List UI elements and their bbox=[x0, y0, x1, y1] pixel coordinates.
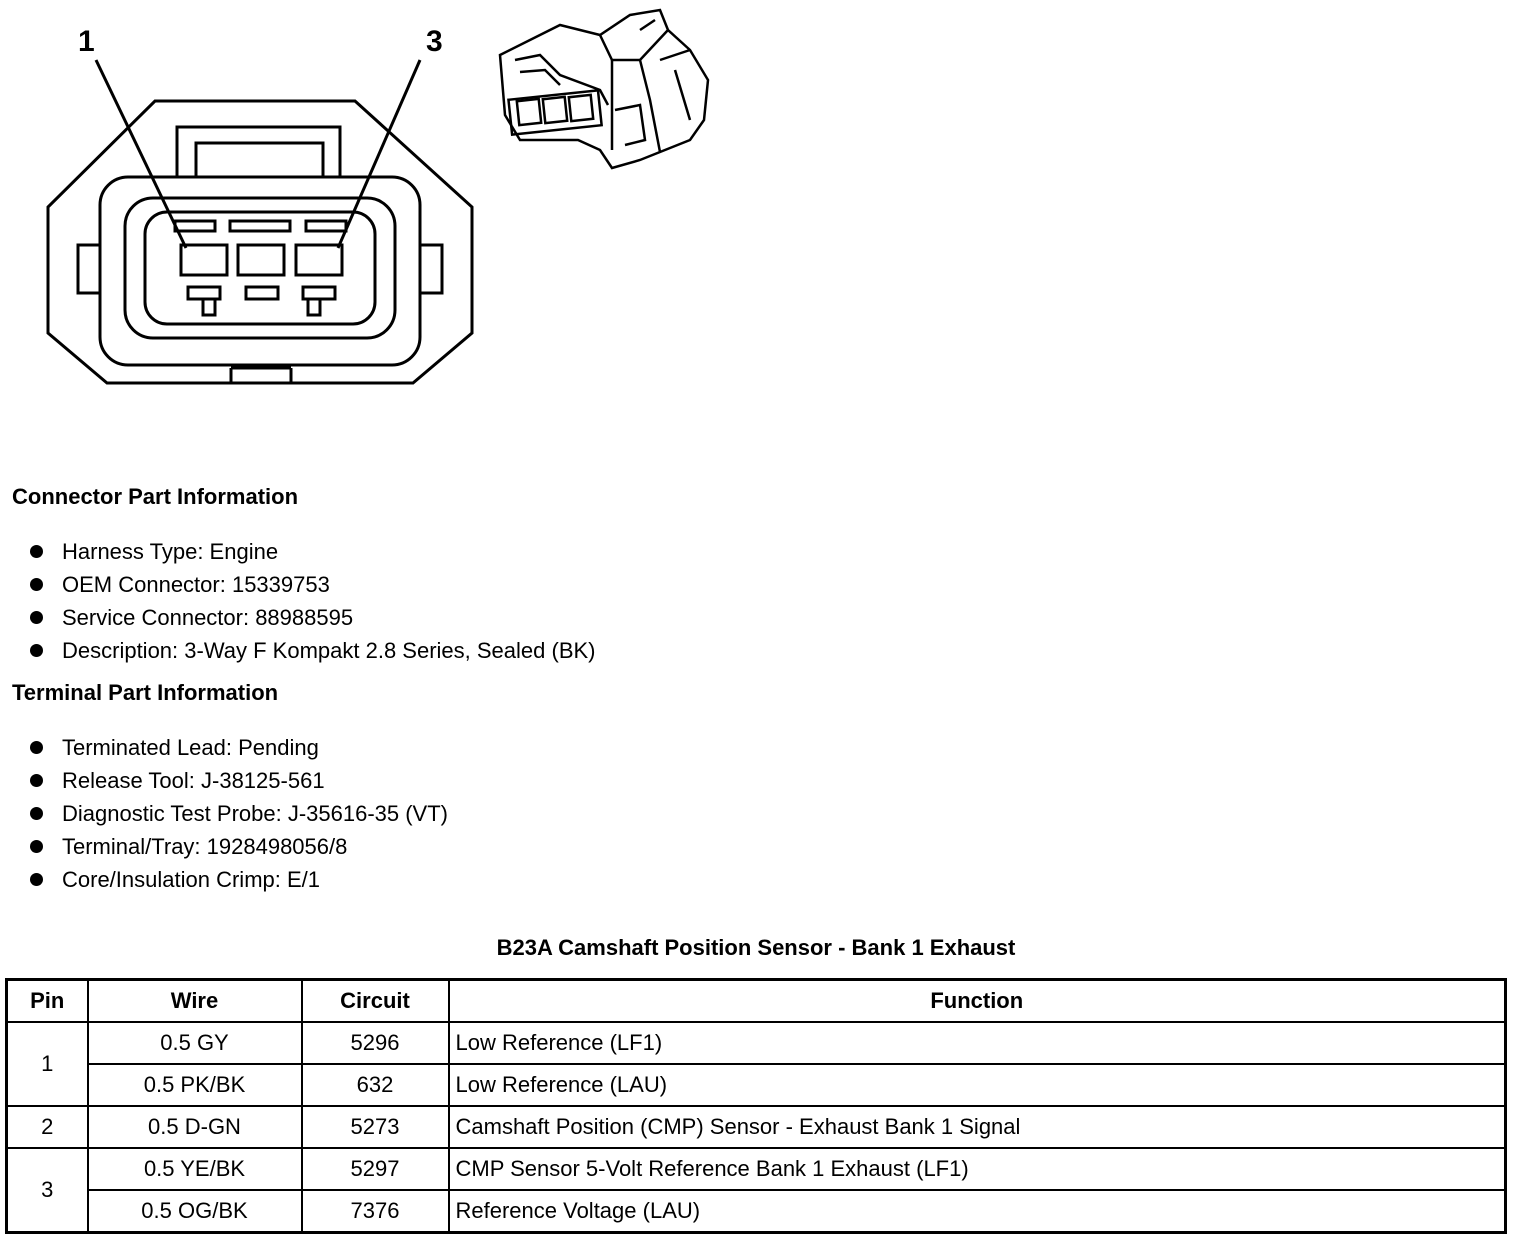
pin-cell: 1 bbox=[5, 1021, 89, 1107]
cavity-3 bbox=[294, 243, 344, 277]
bullet-icon bbox=[30, 578, 43, 591]
bullet-icon bbox=[30, 873, 43, 886]
header-wire: Wire bbox=[86, 978, 303, 1023]
bullet-icon bbox=[30, 774, 43, 787]
list-item: Core/Insulation Crimp: E/1 bbox=[30, 863, 448, 896]
table-row: 2 0.5 D-GN 5273 Camshaft Position (CMP) … bbox=[5, 1105, 1507, 1149]
bullet-icon bbox=[30, 741, 43, 754]
circuit-cell: 7376 bbox=[300, 1189, 450, 1234]
circuit-cell: 5273 bbox=[300, 1105, 450, 1149]
list-item: Harness Type: Engine bbox=[30, 535, 596, 568]
list-item: Terminal/Tray: 1928498056/8 bbox=[30, 830, 448, 863]
connector-face-view bbox=[46, 59, 474, 385]
pin-3-callout: 3 bbox=[426, 25, 443, 58]
connector-perspective-view bbox=[498, 8, 710, 170]
bullet-icon bbox=[30, 644, 43, 657]
circuit-cell: 632 bbox=[300, 1063, 450, 1107]
bullet-icon bbox=[30, 840, 43, 853]
wire-cell: 0.5 YE/BK bbox=[86, 1147, 303, 1191]
pin-cell: 2 bbox=[5, 1105, 89, 1149]
table-title: B23A Camshaft Position Sensor - Bank 1 E… bbox=[496, 935, 1016, 960]
bullet-icon bbox=[30, 545, 43, 558]
wire-cell: 0.5 GY bbox=[86, 1021, 303, 1065]
table-header-row: Pin Wire Circuit Function bbox=[5, 978, 1507, 1023]
callout-1-leader bbox=[94, 59, 188, 249]
bullet-icon bbox=[30, 611, 43, 624]
wire-cell: 0.5 OG/BK bbox=[86, 1189, 303, 1234]
function-cell: Reference Voltage (LAU) bbox=[447, 1189, 1507, 1234]
function-cell: Camshaft Position (CMP) Sensor - Exhaust… bbox=[447, 1105, 1507, 1149]
table-row: 3 0.5 YE/BK 5297 CMP Sensor 5-Volt Refer… bbox=[5, 1147, 1507, 1234]
header-circuit: Circuit bbox=[300, 978, 450, 1023]
pin-1-callout: 1 bbox=[78, 25, 95, 58]
table-row: 0.5 OG/BK 7376 Reference Voltage (LAU) bbox=[7, 1189, 1507, 1234]
cavity-1 bbox=[179, 243, 229, 277]
terminal-info-list: Terminated Lead: Pending Release Tool: J… bbox=[30, 731, 448, 896]
circuit-cell: 5296 bbox=[300, 1021, 450, 1065]
terminal-info-heading: Terminal Part Information bbox=[12, 680, 279, 705]
wire-cell: 0.5 PK/BK bbox=[86, 1063, 303, 1107]
callout-3-leader bbox=[336, 59, 422, 249]
list-item: Service Connector: 88988595 bbox=[30, 601, 596, 634]
list-item: Diagnostic Test Probe: J-35616-35 (VT) bbox=[30, 797, 448, 830]
list-item: OEM Connector: 15339753 bbox=[30, 568, 596, 601]
wire-cell: 0.5 D-GN bbox=[86, 1105, 303, 1149]
bullet-icon bbox=[30, 807, 43, 820]
list-item: Release Tool: J-38125-561 bbox=[30, 764, 448, 797]
connector-info-heading: Connector Part Information bbox=[12, 484, 299, 509]
table-row: 0.5 PK/BK 632 Low Reference (LAU) bbox=[7, 1063, 1507, 1107]
table-row: 1 0.5 GY 5296 Low Reference (LF1) bbox=[5, 1021, 1507, 1107]
connector-diagram bbox=[46, 8, 710, 385]
function-cell: Low Reference (LAU) bbox=[447, 1063, 1507, 1107]
function-cell: Low Reference (LF1) bbox=[447, 1021, 1507, 1065]
pin-cell: 3 bbox=[5, 1147, 89, 1234]
pinout-table: Pin Wire Circuit Function 1 0.5 GY 5296 … bbox=[5, 978, 1507, 1234]
list-item: Description: 3-Way F Kompakt 2.8 Series,… bbox=[30, 634, 596, 667]
connector-info-list: Harness Type: Engine OEM Connector: 1533… bbox=[30, 535, 596, 667]
header-pin: Pin bbox=[5, 978, 89, 1023]
cavity-2 bbox=[236, 243, 286, 277]
header-function: Function bbox=[447, 978, 1507, 1023]
list-item: Terminated Lead: Pending bbox=[30, 731, 448, 764]
circuit-cell: 5297 bbox=[300, 1147, 450, 1191]
function-cell: CMP Sensor 5-Volt Reference Bank 1 Exhau… bbox=[447, 1147, 1507, 1191]
